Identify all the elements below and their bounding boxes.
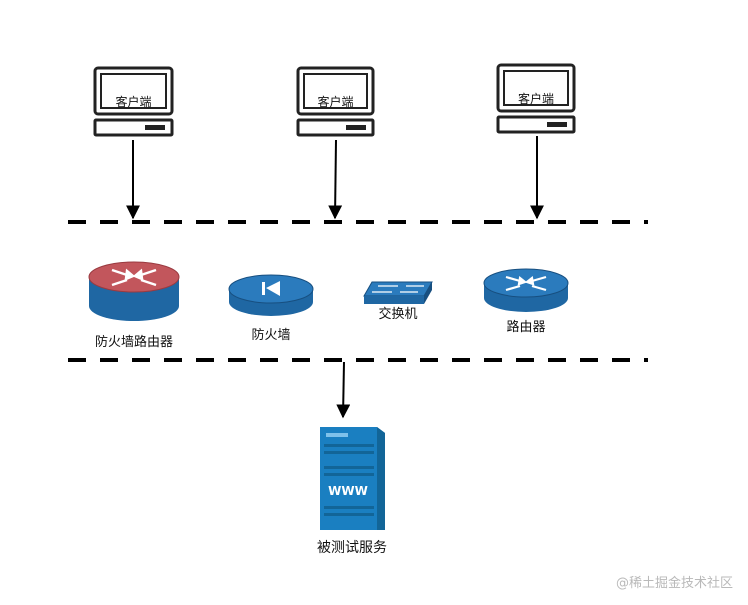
client-1: 客户端	[93, 66, 174, 137]
arrow-to-server	[336, 361, 351, 419]
router-icon	[483, 268, 569, 312]
client-label: 客户端	[518, 91, 554, 106]
client-2: 客户端	[296, 66, 375, 137]
watermark: @稀土掘金技术社区	[616, 575, 733, 591]
firewall-router-label: 防火墙路由器	[95, 334, 173, 350]
client-label: 客户端	[317, 94, 353, 109]
monitor-icon	[496, 63, 576, 113]
switch: 交换机	[363, 281, 433, 322]
switch-label: 交换机	[378, 306, 417, 322]
firewall-label: 防火墙	[251, 327, 290, 343]
keyboard-icon	[496, 115, 576, 134]
switch-icon	[363, 281, 433, 304]
client-label: 客户端	[115, 94, 151, 109]
router-label: 路由器	[506, 319, 545, 335]
arrow-client-2	[328, 139, 343, 220]
server-icon: WWW	[320, 427, 385, 530]
server-label: 被测试服务	[317, 540, 387, 556]
firewall-router-icon	[88, 261, 180, 321]
keyboard-icon	[296, 118, 375, 137]
server: WWW 被测试服务	[317, 427, 387, 556]
firewall: 防火墙	[228, 274, 314, 343]
firewall-icon	[228, 274, 314, 316]
keyboard-icon	[93, 118, 174, 137]
client-3: 客户端	[496, 63, 576, 134]
monitor-icon	[93, 66, 174, 116]
router: 路由器	[483, 268, 569, 335]
firewall-router: 防火墙路由器	[88, 261, 180, 350]
server-screen-text: WWW	[328, 484, 368, 498]
monitor-icon	[296, 66, 375, 116]
